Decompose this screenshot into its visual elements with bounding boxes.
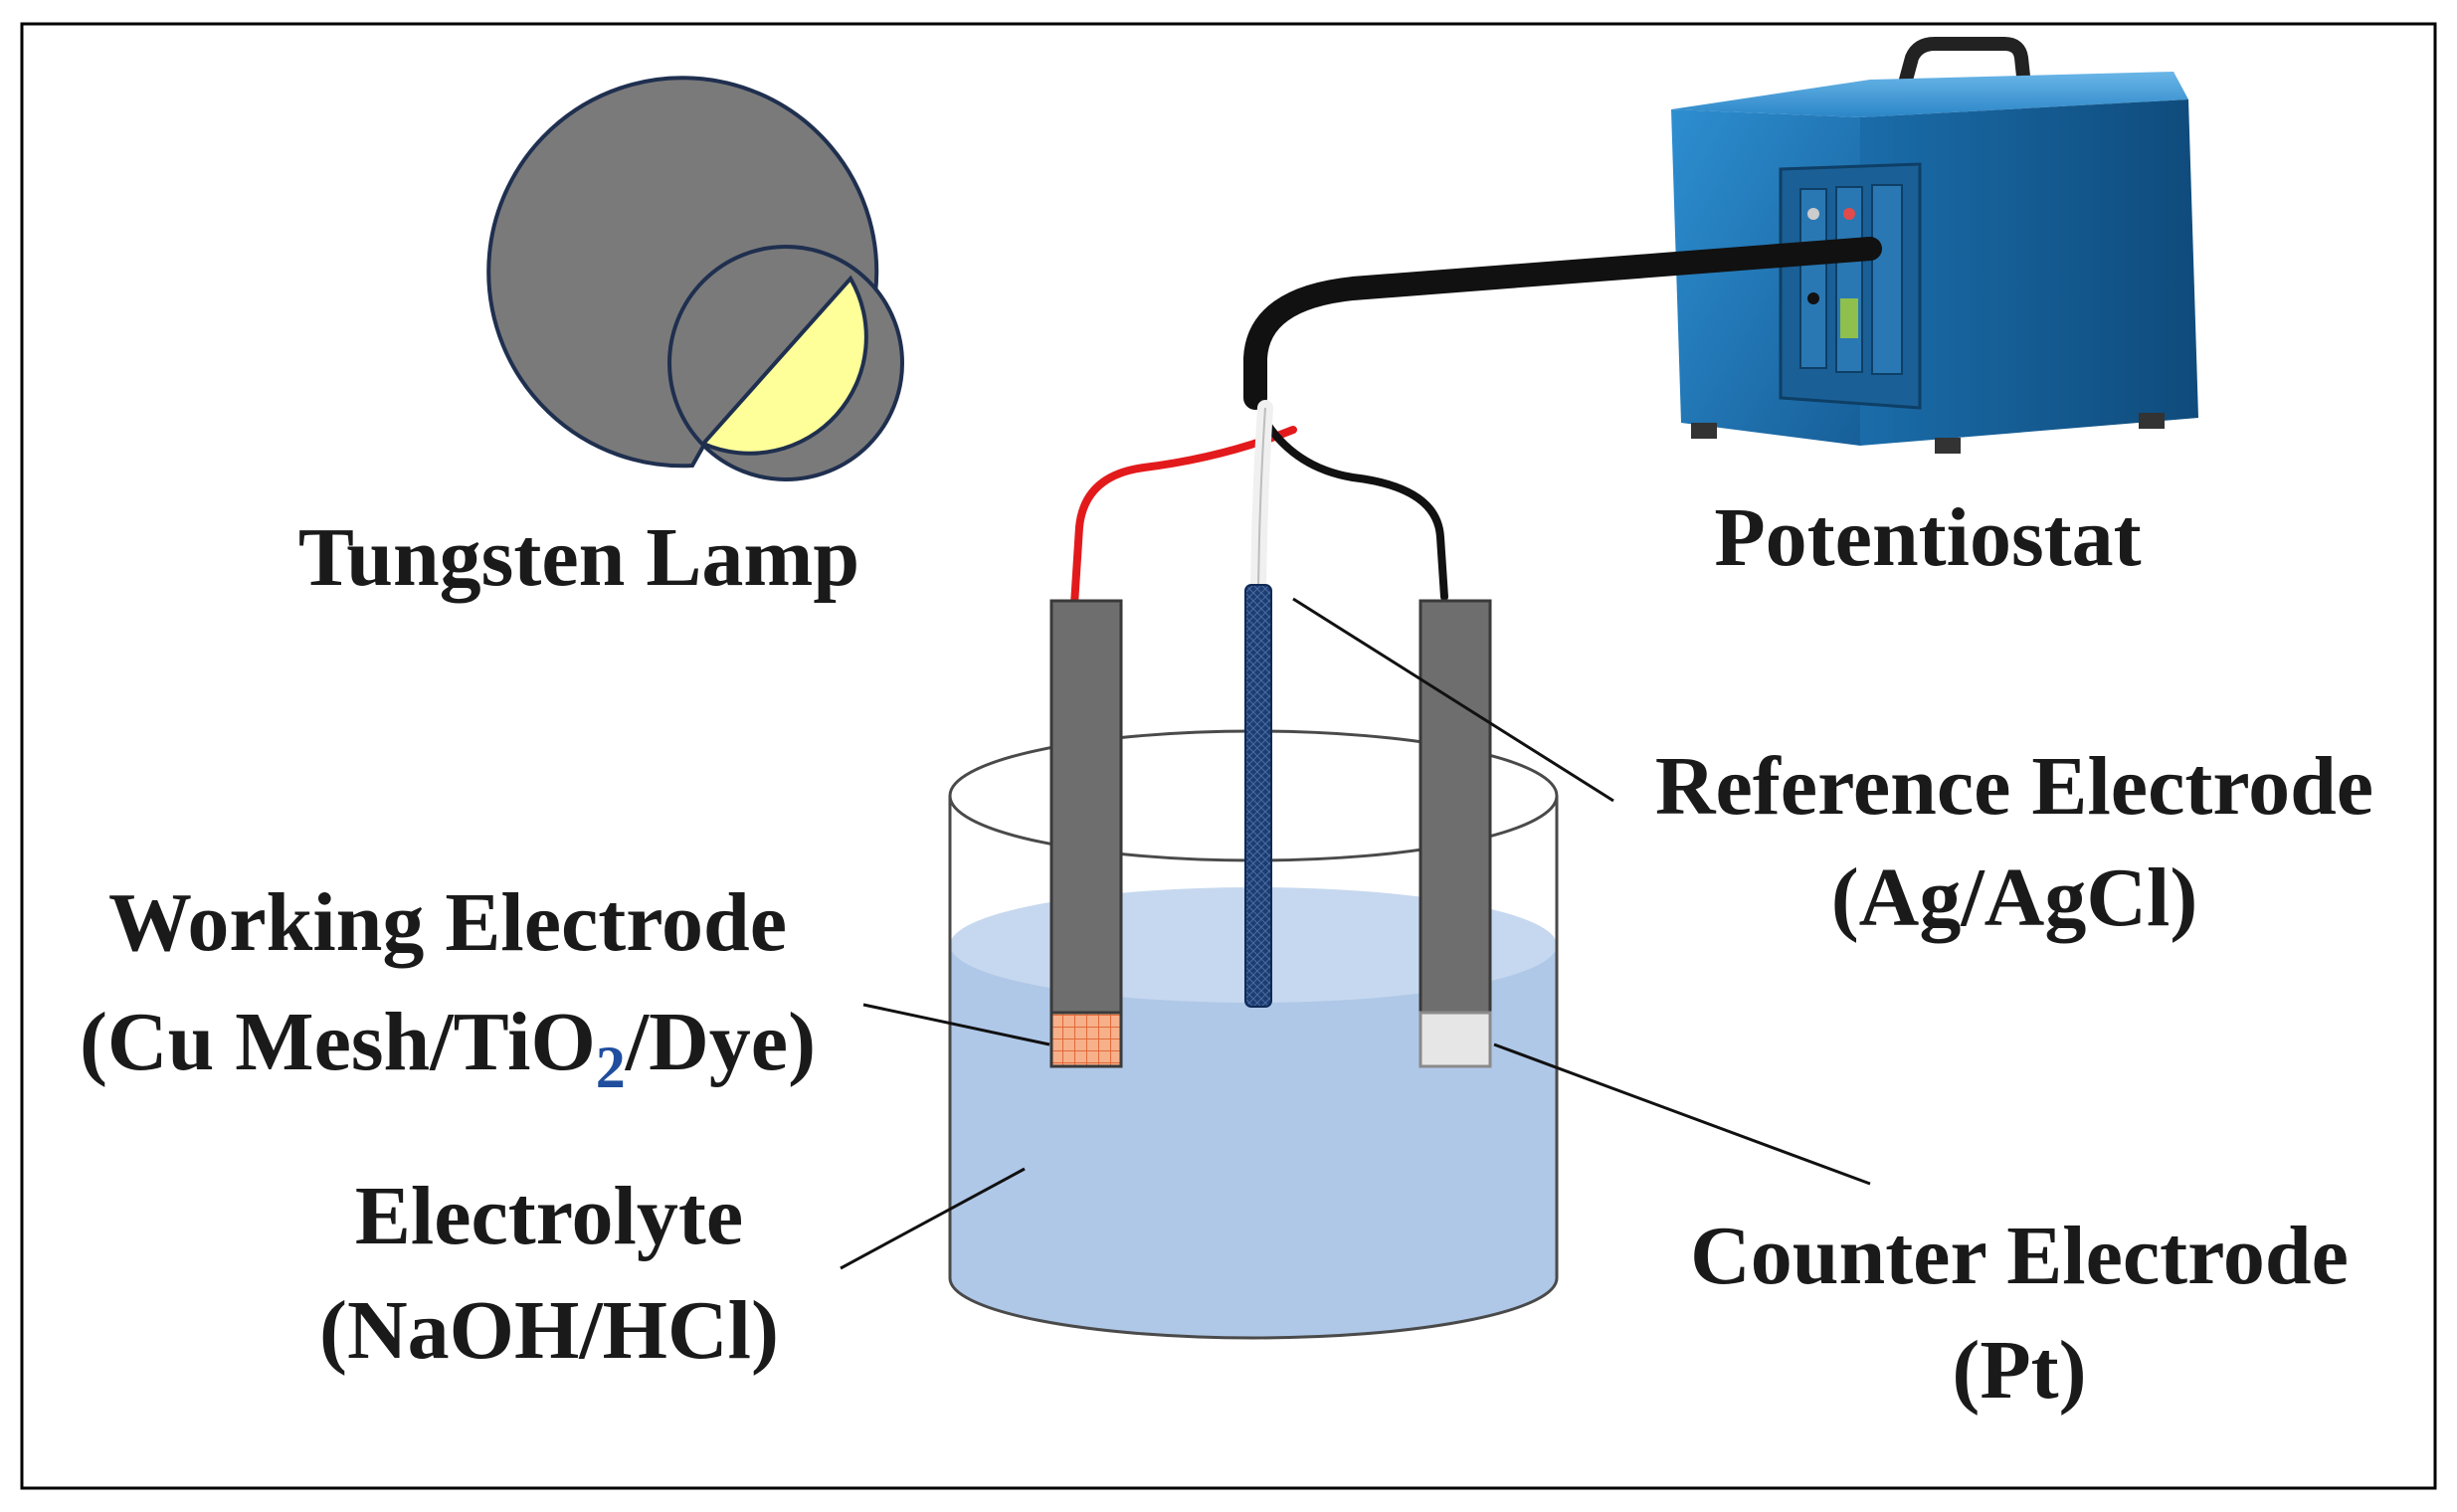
counter-electrode-sublabel: (Pt) bbox=[1952, 1324, 2086, 1417]
reference-electrode-sublabel: (Ag/AgCl) bbox=[1831, 851, 2198, 944]
working-sublabel-subscript: 2 bbox=[596, 1035, 626, 1100]
potentiostat-port bbox=[1807, 292, 1819, 304]
potentiostat-port bbox=[1807, 208, 1819, 220]
potentiostat-port bbox=[1843, 208, 1855, 220]
lamp-label: Tungsten Lamp bbox=[298, 511, 859, 604]
working-electrode bbox=[1049, 599, 1123, 1068]
working-sublabel-prefix: (Cu Mesh/TiO bbox=[80, 996, 596, 1088]
working-electrode-sublabel: (Cu Mesh/TiO2/Dye) bbox=[80, 996, 816, 1100]
wire-black-counter bbox=[1259, 414, 1448, 601]
tungsten-lamp-icon bbox=[486, 76, 904, 481]
potentiostat-foot bbox=[1691, 423, 1717, 439]
potentiostat-handle bbox=[1895, 37, 2032, 101]
working-electrode-mesh bbox=[1049, 1011, 1123, 1068]
potentiostat-port bbox=[1840, 298, 1858, 338]
working-sublabel-suffix: /Dye) bbox=[625, 996, 816, 1088]
potentiostat-side bbox=[1860, 99, 2198, 446]
potentiostat-slot bbox=[1871, 184, 1903, 375]
wire-white-outline bbox=[1257, 407, 1266, 586]
counter-electrode-label: Counter Electrode bbox=[1690, 1210, 2349, 1302]
leader-reference bbox=[1292, 597, 1614, 803]
electrolyte-label: Electrolyte bbox=[355, 1170, 743, 1262]
leader-counter bbox=[1493, 1042, 1871, 1186]
electrolyte-sublabel: (NaOH/HCl) bbox=[319, 1284, 779, 1377]
counter-electrode bbox=[1418, 599, 1492, 1068]
counter-electrode-body bbox=[1418, 599, 1492, 1068]
potentiostat-slot bbox=[1835, 186, 1863, 373]
potentiostat-top bbox=[1671, 72, 2188, 117]
reference-electrode-label: Reference Electrode bbox=[1655, 740, 2373, 833]
leader-working bbox=[862, 1003, 1050, 1046]
potentiostat-foot bbox=[2139, 413, 2165, 429]
reference-electrode bbox=[1244, 584, 1272, 1008]
potentiostat-label: Potentiostat bbox=[1714, 491, 2141, 584]
wire-main-black bbox=[1243, 237, 1882, 410]
working-electrode-body bbox=[1049, 599, 1123, 1068]
beaker-bottom bbox=[948, 1277, 1559, 1340]
leader-electrolyte bbox=[840, 1167, 1026, 1270]
potentiostat-foot bbox=[1935, 438, 1961, 454]
lamp-light-segment bbox=[699, 275, 868, 456]
wire-red bbox=[1070, 426, 1297, 609]
counter-electrode-plate bbox=[1418, 1011, 1492, 1068]
working-electrode-label: Working Electrode bbox=[108, 876, 787, 969]
potentiostat-device-icon bbox=[1671, 37, 2198, 454]
